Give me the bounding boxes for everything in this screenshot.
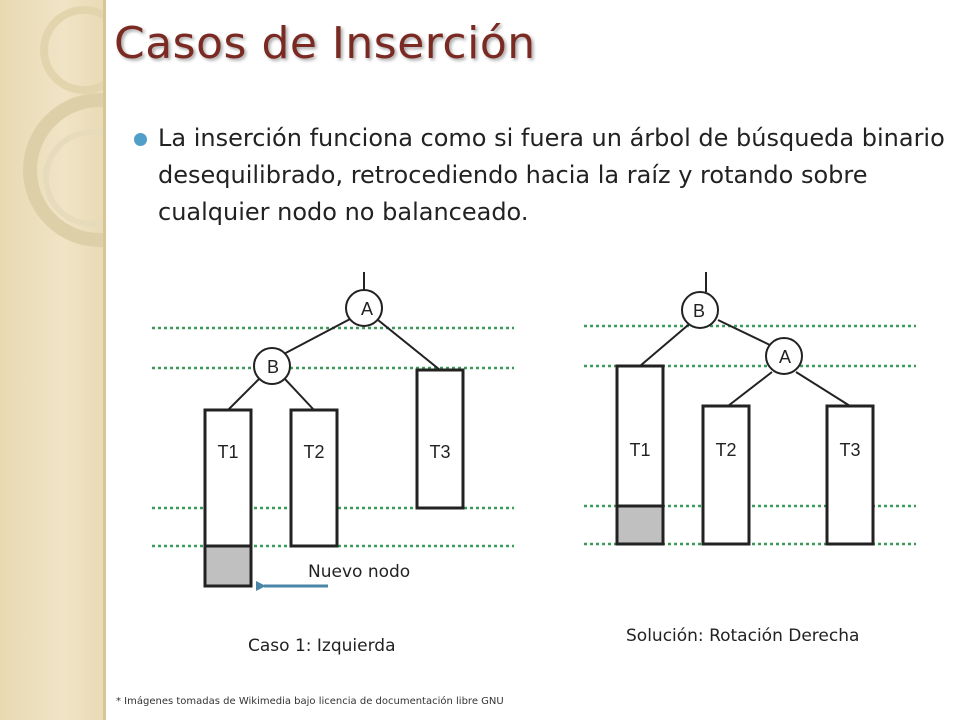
tree-edge bbox=[377, 319, 441, 371]
subtree-t3 bbox=[825, 404, 875, 546]
subtree-label-t3: T3 bbox=[429, 442, 450, 462]
right-tree-diagram: B A T1 T2 T3 bbox=[584, 272, 916, 546]
subtree-t3 bbox=[415, 368, 465, 510]
subtree-label-t3: T3 bbox=[839, 440, 860, 460]
decorative-ring-large bbox=[23, 93, 106, 247]
subtree-label-t1: T1 bbox=[217, 442, 238, 462]
bullet-dot-icon bbox=[134, 133, 147, 146]
tree-node-b bbox=[253, 347, 291, 385]
tree-node-b bbox=[681, 291, 719, 329]
right-diagram-caption: Solución: Rotación Derecha bbox=[626, 626, 860, 646]
footnote: * Imágenes tomadas de Wikimedia bajo lic… bbox=[116, 696, 504, 707]
new-node-label: Nuevo nodo bbox=[308, 562, 411, 582]
tree-node-a bbox=[765, 337, 803, 375]
tree-edge bbox=[717, 319, 773, 347]
tree-edge bbox=[227, 377, 261, 411]
decorative-ring-top bbox=[40, 6, 106, 94]
tree-node-a bbox=[345, 289, 383, 327]
tree-edge bbox=[727, 371, 773, 407]
node-label-a: A bbox=[361, 299, 373, 319]
left-tree-diagram: A B T1 T2 T3 bbox=[152, 272, 514, 591]
node-label-b: B bbox=[267, 357, 279, 377]
subtree-t1 bbox=[203, 408, 253, 548]
subtree-label-t2: T2 bbox=[715, 440, 736, 460]
tree-edge bbox=[795, 371, 851, 407]
subtree-t2 bbox=[701, 404, 751, 546]
tree-edge bbox=[279, 317, 353, 357]
new-node-block bbox=[615, 504, 665, 546]
tree-edge bbox=[283, 377, 315, 411]
subtree-label-t2: T2 bbox=[303, 442, 324, 462]
decorative-sidebar bbox=[0, 0, 106, 720]
node-label-a: A bbox=[779, 347, 791, 367]
subtree-t1 bbox=[615, 364, 665, 508]
page-title: Casos de Inserción bbox=[114, 18, 536, 69]
subtree-t2 bbox=[289, 408, 339, 548]
tree-edge bbox=[639, 319, 695, 367]
left-diagram-caption: Caso 1: Izquierda bbox=[248, 636, 396, 656]
new-node-block bbox=[203, 544, 253, 588]
decorative-circles bbox=[23, 6, 106, 247]
decorative-ring-small bbox=[43, 129, 106, 227]
node-label-b: B bbox=[693, 301, 705, 321]
bullet-text: La inserción funciona como si fuera un á… bbox=[158, 124, 945, 226]
subtree-label-t1: T1 bbox=[629, 440, 650, 460]
